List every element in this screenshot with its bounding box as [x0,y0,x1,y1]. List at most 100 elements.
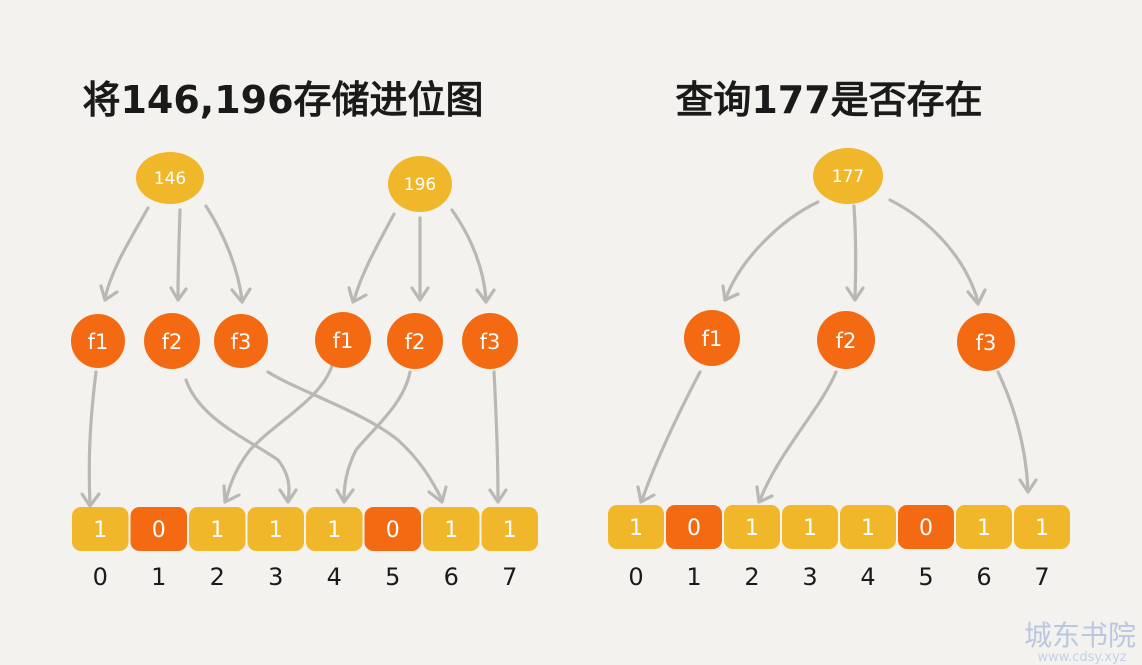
bit-value: 1 [93,518,107,543]
key-node-196: 196 [388,156,452,212]
arrowhead [721,284,740,302]
bit-value: 1 [210,518,224,543]
bit-cell-box [1014,505,1070,549]
arrow-f3-177-to-bit-7 [996,370,1030,492]
hash-node-f1-196: f1 [315,312,371,368]
bit-index-label: 6 [444,563,459,591]
arrow-f1-196-to-bit-2 [224,364,334,502]
key-ellipse [388,156,452,212]
arrowhead [169,286,188,302]
hash-circle [144,313,200,369]
arrow-f3-196-to-bit-7 [492,370,500,502]
arrowhead [475,288,496,304]
bit-cell-box [666,505,722,549]
bit-value: 0 [919,516,933,541]
bit-value: 1 [269,518,283,543]
bit-cell: 0 [666,505,722,549]
arrowhead [278,488,298,504]
bit-value: 1 [444,518,458,543]
hash-circle [315,312,371,368]
arrowhead [636,485,656,504]
right-bit-arrows [636,370,1038,504]
arrowhead [488,488,508,504]
bit-cell-box [608,505,664,549]
bit-cell-box [481,507,538,551]
arrowhead [410,286,430,302]
right-panel-title: 查询177是否存在 [675,78,982,122]
hash-node-f1-146: f1 [71,314,125,368]
bit-value: 1 [503,518,517,543]
bit-index-label: 3 [802,563,817,591]
bit-index-label: 0 [628,563,643,591]
hash-circle [71,314,125,368]
bit-cell-box [423,507,480,551]
bit-cell-box [130,507,187,551]
hash-node-f3-177: f3 [957,313,1015,371]
bit-cell: 1 [306,507,363,551]
arrow-f3-146-to-bit-6 [266,370,444,502]
arrow-f2-177-to-bit-2 [758,370,838,502]
hash-label: f2 [405,330,426,354]
bit-value: 1 [977,516,991,541]
hash-label: f2 [162,330,183,354]
bit-cell: 0 [130,507,187,551]
arrow-177-to-f1 [724,200,820,300]
bit-cell-box [956,505,1012,549]
arrow-146-to-f3 [204,204,244,302]
bit-cell: 1 [840,505,896,549]
bit-cell: 1 [423,507,480,551]
hash-label: f3 [231,330,252,354]
bit-value: 1 [803,516,817,541]
hash-circle [817,311,875,369]
right-key-arrows [721,198,987,306]
hash-circle [387,313,443,369]
bit-cell-box [840,505,896,549]
bit-index-label: 4 [327,563,342,591]
bit-value: 1 [327,518,341,543]
bit-index-label: 4 [860,563,875,591]
hash-circle [214,314,268,368]
bit-cell: 1 [189,507,246,551]
bit-cell-box [724,505,780,549]
watermark-text: 城东书院 [1024,619,1136,652]
bit-index-label: 7 [1034,563,1049,591]
arrow-f2-196-to-bit-4 [342,370,412,502]
arrowhead [1018,478,1038,494]
bit-cell-box [782,505,838,549]
arrowhead [222,484,241,504]
arrow-196-to-f3 [450,208,488,302]
arrowhead [335,488,355,504]
arrow-f1-146-to-bit-0 [87,370,98,506]
bit-cell: 1 [782,505,838,549]
hash-node-f2-146: f2 [144,313,200,369]
bit-index-label: 7 [502,563,517,591]
bit-cell: 1 [956,505,1012,549]
bit-value: 1 [1035,516,1049,541]
arrowhead [845,286,865,302]
arrow-f2-146-to-bit-3 [184,378,291,502]
bit-cell: 0 [364,507,421,551]
arrow-196-to-f1 [352,212,396,302]
arrowhead [99,284,119,302]
bit-cell: 1 [724,505,780,549]
bit-value: 0 [152,518,166,543]
arrowhead [80,492,101,508]
key-ellipse [813,148,883,204]
arrowhead [755,485,774,504]
key-node-146: 146 [136,152,204,204]
arrowhead [230,287,252,304]
bit-cell: 1 [247,507,304,551]
bit-value: 1 [629,516,643,541]
watermark: 城东书院 www.cdsy.xyz [1024,619,1136,665]
bit-index-label: 3 [268,563,283,591]
bit-index-label: 5 [385,563,400,591]
hash-label: f3 [480,330,501,354]
arrow-146-to-f1 [103,206,150,300]
arrow-177-to-f2 [852,204,858,300]
arrowhead [347,286,368,304]
hash-label: f2 [836,329,857,353]
bit-cell: 1 [1014,505,1070,549]
